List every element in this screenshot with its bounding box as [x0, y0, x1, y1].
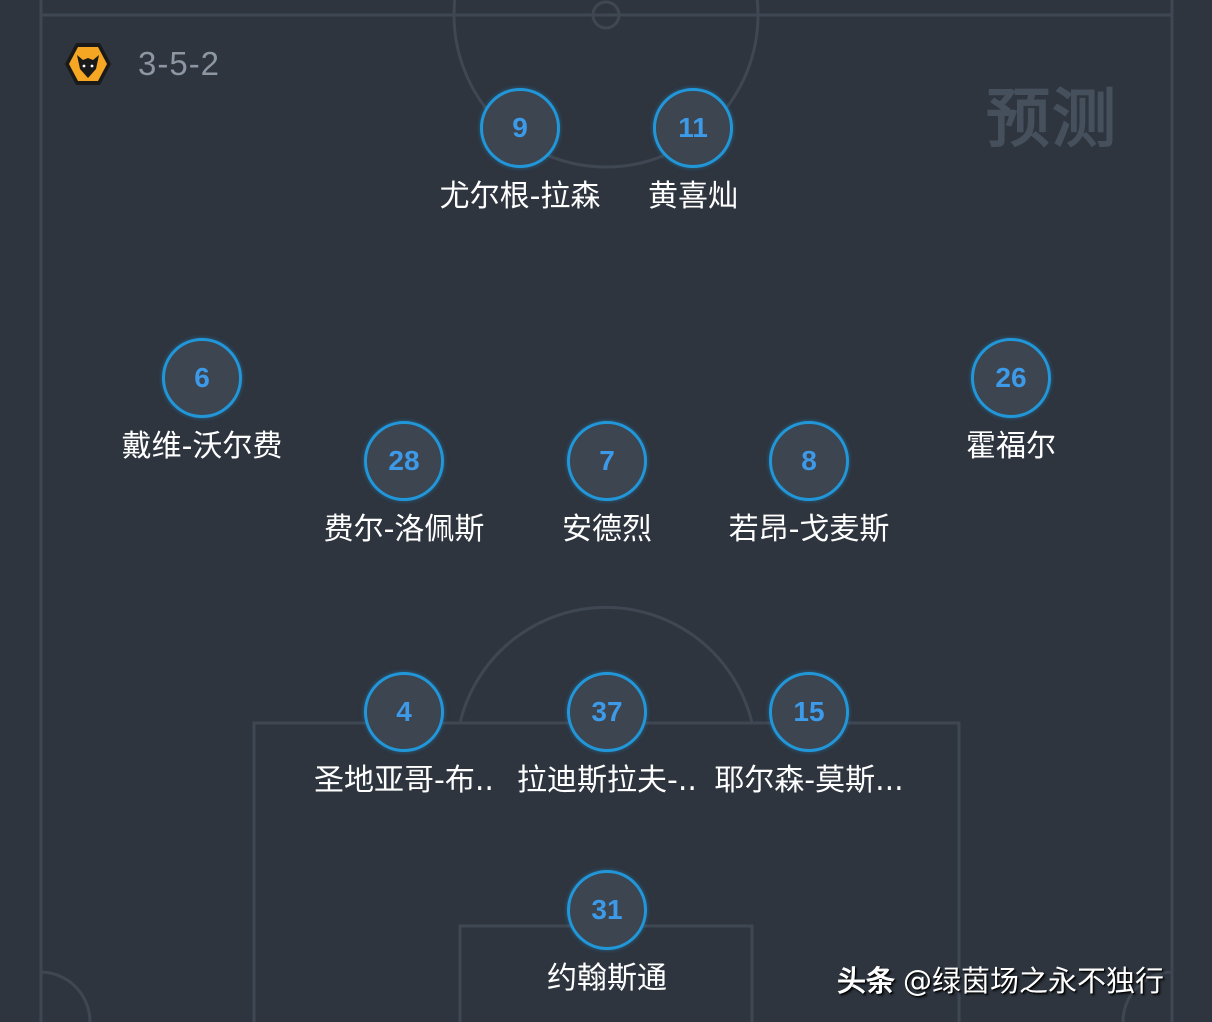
player-name: 若昂-戈麦斯 — [728, 512, 890, 547]
player-marker-11[interactable]: 11 黄喜灿 — [563, 88, 823, 214]
source-watermark: 头条@绿茵场之永不独行 — [837, 958, 1164, 1000]
player-marker-28[interactable]: 28 费尔-洛佩斯 — [274, 421, 534, 547]
corner-arc-left — [40, 970, 92, 1022]
team-header: 3-5-2 — [64, 42, 220, 86]
center-spot — [591, 0, 621, 30]
player-name: 黄喜灿 — [648, 179, 738, 214]
jersey-number-badge: 37 — [567, 672, 647, 752]
jersey-number-badge: 4 — [364, 672, 444, 752]
player-marker-31[interactable]: 31 约翰斯通 — [477, 870, 737, 996]
player-marker-26[interactable]: 26 霍福尔 — [881, 338, 1141, 464]
player-marker-15[interactable]: 15 耶尔森-莫斯... — [679, 672, 939, 798]
jersey-number-badge: 31 — [567, 870, 647, 950]
player-name: 耶尔森-莫斯... — [714, 763, 904, 798]
jersey-number-badge: 9 — [480, 88, 560, 168]
player-marker-6[interactable]: 6 戴维-沃尔费 — [72, 338, 332, 464]
player-marker-37[interactable]: 37 拉迪斯拉夫-.. — [477, 672, 737, 798]
formation-label: 3-5-2 — [138, 45, 221, 82]
jersey-number-badge: 7 — [567, 421, 647, 501]
player-marker-4[interactable]: 4 圣地亚哥-布.. — [274, 672, 534, 798]
player-name: 约翰斯通 — [547, 961, 667, 996]
player-name: 拉迪斯拉夫-.. — [517, 763, 697, 798]
jersey-number-badge: 11 — [653, 88, 733, 168]
player-name: 尤尔根-拉森 — [439, 179, 601, 214]
player-marker-7[interactable]: 7 安德烈 — [477, 421, 737, 547]
corner-arc-right — [1121, 970, 1173, 1022]
player-name: 安德烈 — [562, 512, 652, 547]
jersey-number-badge: 28 — [364, 421, 444, 501]
player-name: 费尔-洛佩斯 — [323, 512, 485, 547]
player-marker-9[interactable]: 9 尤尔根-拉森 — [390, 88, 650, 214]
author-handle: @绿茵场之永不独行 — [903, 964, 1165, 998]
penalty-arc — [458, 605, 754, 724]
player-marker-8[interactable]: 8 若昂-戈麦斯 — [679, 421, 939, 547]
brand-label: 头条 — [837, 964, 896, 998]
jersey-number-badge: 15 — [769, 672, 849, 752]
player-name: 霍福尔 — [966, 429, 1056, 464]
player-name: 圣地亚哥-布.. — [314, 763, 494, 798]
wolves-crest-icon — [65, 43, 111, 85]
jersey-number-badge: 6 — [162, 338, 242, 418]
jersey-number-badge: 26 — [971, 338, 1051, 418]
prediction-label: 预测 — [986, 83, 1118, 157]
player-name: 戴维-沃尔费 — [121, 429, 283, 464]
center-circle — [452, 0, 760, 169]
jersey-number-badge: 8 — [769, 421, 849, 501]
